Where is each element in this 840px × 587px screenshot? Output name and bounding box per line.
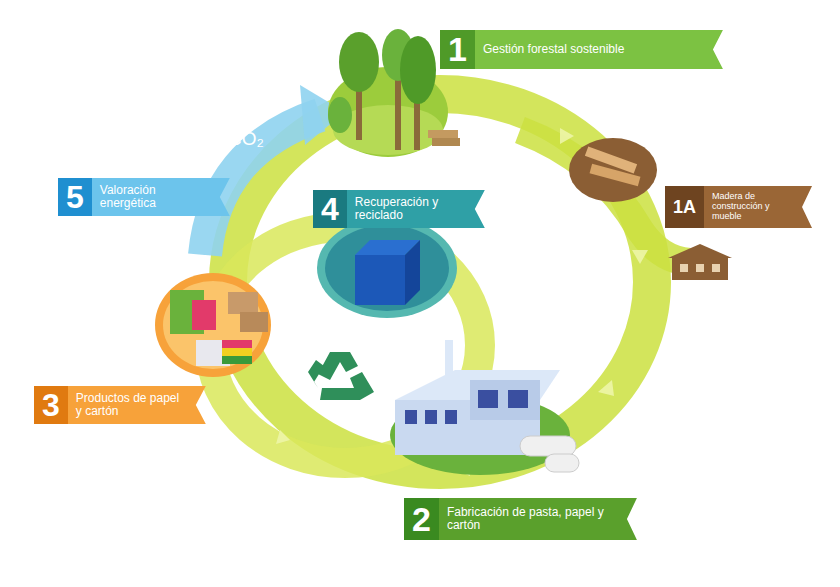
step-label: Valoración energética — [92, 178, 230, 216]
co2-label: CO₂ — [228, 128, 264, 150]
step-label: Productos de papel y cartón — [68, 386, 206, 424]
step-banner: 1Gestión forestal sostenible — [440, 30, 723, 69]
step-number: 1 — [440, 30, 475, 69]
step-label: Gestión forestal sostenible — [475, 30, 723, 69]
step-label: Recuperación y reciclado — [347, 190, 485, 228]
step-banner: 2Fabricación de pasta, papel y cartón — [404, 498, 637, 540]
step-label: Madera de construcción y mueble — [704, 186, 812, 228]
step-number: 3 — [34, 386, 68, 424]
step-number: 2 — [404, 498, 439, 540]
step-banner: 3Productos de papel y cartón — [34, 386, 206, 424]
step-number: 4 — [313, 190, 347, 228]
step-label: Fabricación de pasta, papel y cartón — [439, 498, 637, 540]
step-banner: 1AMadera de construcción y mueble — [665, 186, 812, 228]
step-number: 1A — [665, 186, 704, 228]
step-banner: 4Recuperación y reciclado — [313, 190, 485, 228]
step-banner: 5Valoración energética — [58, 178, 230, 216]
step-number: 5 — [58, 178, 92, 216]
